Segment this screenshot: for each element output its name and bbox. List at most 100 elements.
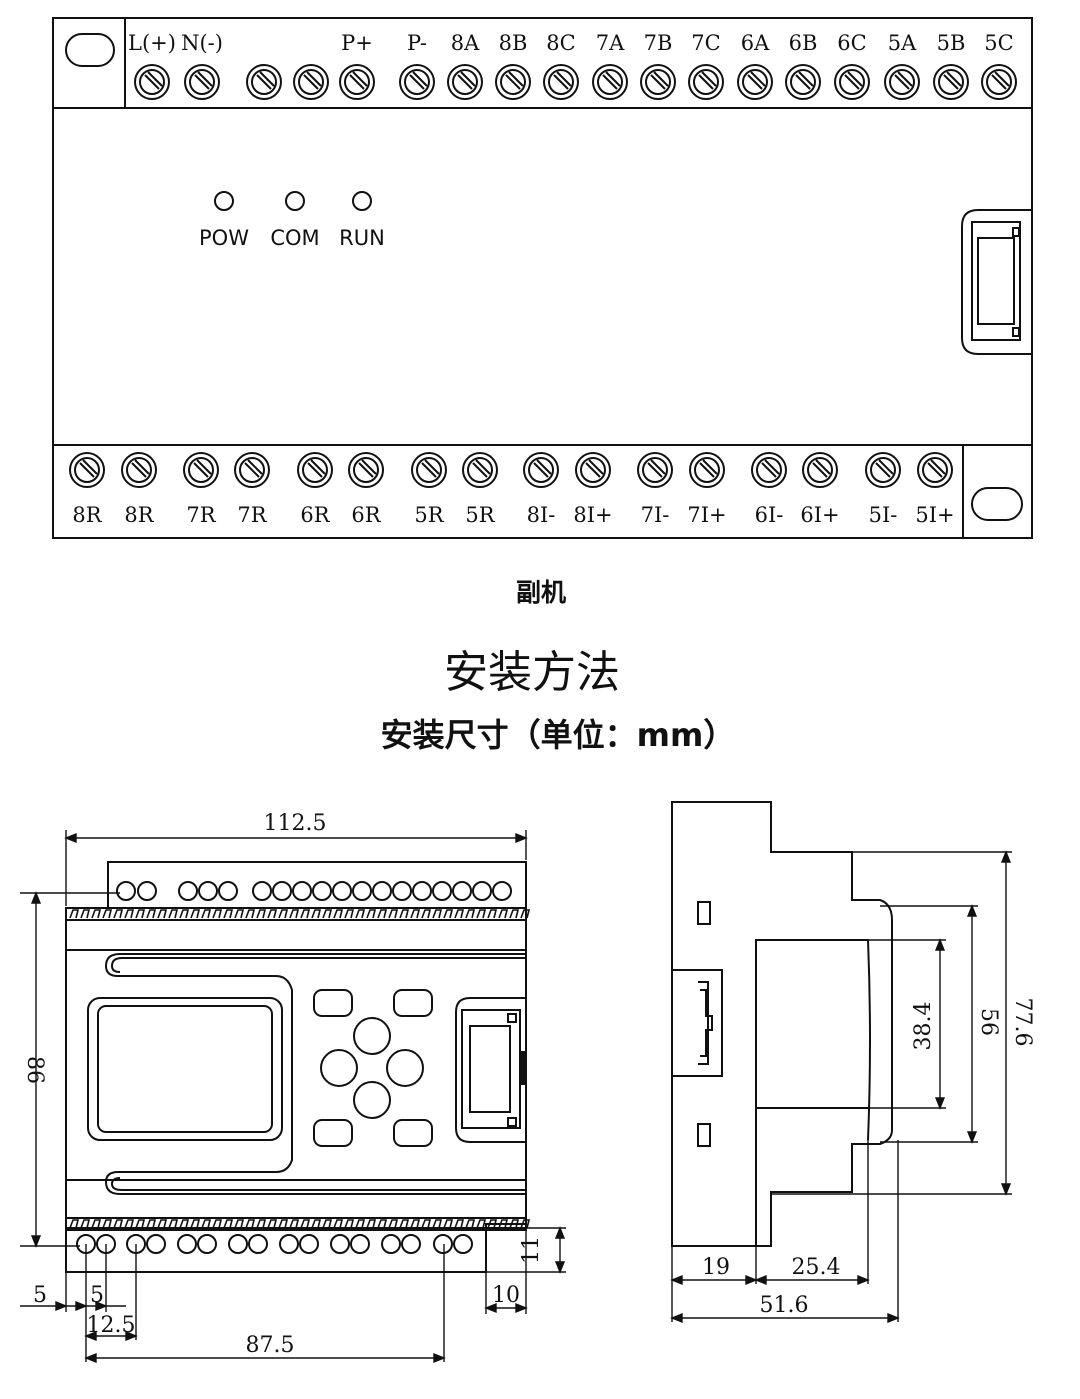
top-terminal-screw-1 [184,64,220,100]
bottom-terminal-screw-2 [183,452,219,488]
rail-tooth [135,1219,146,1229]
front-bottom-hole-6 [228,1234,248,1254]
rail-tooth [168,909,179,919]
rail-tooth [311,1219,322,1229]
bottom-terminal-screw-7 [462,452,498,488]
rail-tooth [80,1219,91,1229]
section-subtitle: 安装尺寸（单位：mm） [381,716,736,754]
rail-tooth [69,909,80,919]
top-terminal-label-9: 7A [596,31,625,55]
rail-tooth [333,909,344,919]
dim-depth-51: 51.6 [760,1293,809,1318]
rail-tooth [179,909,190,919]
rail-tooth [300,1219,311,1229]
top-terminal-label-1: N(-) [181,31,223,55]
front-bottom-hole-15 [453,1234,473,1254]
bottom-terminal-label-10: 7I- [641,503,670,527]
rail-tooth [267,909,278,919]
key-bottom-left [313,1119,353,1147]
front-top-hole-16 [472,881,492,901]
top-terminal-label-6: 8A [451,31,480,55]
rail-tooth [355,1219,366,1229]
rail-tooth [366,1219,377,1229]
mounting-slot-top [65,33,115,67]
bottom-terminal-label-9: 8I+ [573,503,612,527]
rail-tooth [322,909,333,919]
top-terminal-screw-7 [495,64,531,100]
rail-tooth [344,1219,355,1229]
rail-tooth [322,1219,333,1229]
rail-tooth [113,909,124,919]
dim-left-5: 5 [33,1283,47,1308]
bottom-terminal-screw-9 [575,452,611,488]
side-body-outline [671,801,893,1247]
rail-tooth [476,909,487,919]
rail-tooth [366,909,377,919]
bottom-terminal-label-13: 6I+ [800,503,839,527]
rail-tooth [300,909,311,919]
top-terminal-screw-8 [543,64,579,100]
bottom-terminal-label-3: 7R [237,503,267,527]
top-terminal-screw-16 [933,64,969,100]
bottom-terminal-label-7: 5R [465,503,495,527]
dim-right-10: 10 [492,1283,520,1308]
rail-tooth [289,909,300,919]
bottom-terminal-label-15: 5I+ [915,503,954,527]
key-up [353,1017,391,1055]
front-bottom-hole-9 [299,1234,319,1254]
rail-tooth [432,1219,443,1229]
rail-tooth [344,909,355,919]
front-bottom-hole-12 [381,1234,401,1254]
top-terminal-label-7: 8B [499,31,528,55]
top-terminal-label-10: 7B [644,31,673,55]
front-top-hole-2 [178,881,198,901]
top-terminal-screw-17 [981,64,1017,100]
top-terminal-screw-15 [884,64,920,100]
rail-tooth [124,1219,135,1229]
bottom-terminal-label-5: 6R [351,503,381,527]
rail-tooth [410,909,421,919]
bottom-terminal-label-2: 7R [186,503,216,527]
rail-tooth [146,1219,157,1229]
front-top-hole-12 [392,881,412,901]
front-bottom-hole-4 [177,1234,197,1254]
rail-tooth [465,909,476,919]
front-bottom-hole-5 [197,1234,217,1254]
led-label-com: COM [270,226,319,250]
bottom-terminal-screw-1 [121,452,157,488]
rail-tooth [498,1219,509,1229]
side-view [671,801,893,1247]
side-dimension-lines [670,850,1012,1324]
front-dimension-labels: 112.5 86 5 5 12.5 87.5 10 11 [22,811,544,1358]
led-run [352,191,372,211]
key-down [353,1081,391,1119]
dim-height-86: 86 [22,1056,47,1084]
dim-width-112: 112.5 [264,811,327,836]
key-top-left [313,989,353,1017]
rail-tooth [399,1219,410,1229]
front-top-hole-6 [272,881,292,901]
bottom-terminal-label-11: 7I+ [687,503,726,527]
rail-tooth [410,1219,421,1229]
lcd-window-inner [97,1005,273,1133]
rail-tooth [465,1219,476,1229]
bottom-terminal-screw-12 [751,452,787,488]
top-terminal-label-5: P- [407,31,427,55]
top-terminal-label-12: 6A [741,31,770,55]
rail-tooth [487,909,498,919]
rail-tooth [201,1219,212,1229]
front-top-hole-10 [352,881,372,901]
rail-tooth [91,909,102,919]
led-label-pow: POW [199,226,249,250]
front-top-hole-3 [198,881,218,901]
dim-span-87: 87.5 [246,1333,295,1358]
rail-tooth [223,909,234,919]
bottom-terminal-screw-0 [69,452,105,488]
lcd-window-outer [87,997,283,1141]
front-bottom-hole-14 [433,1234,453,1254]
rail-tooth [355,909,366,919]
dim-hole-12: 12.5 [87,1313,136,1338]
dim-height-77: 77.6 [1010,998,1035,1047]
